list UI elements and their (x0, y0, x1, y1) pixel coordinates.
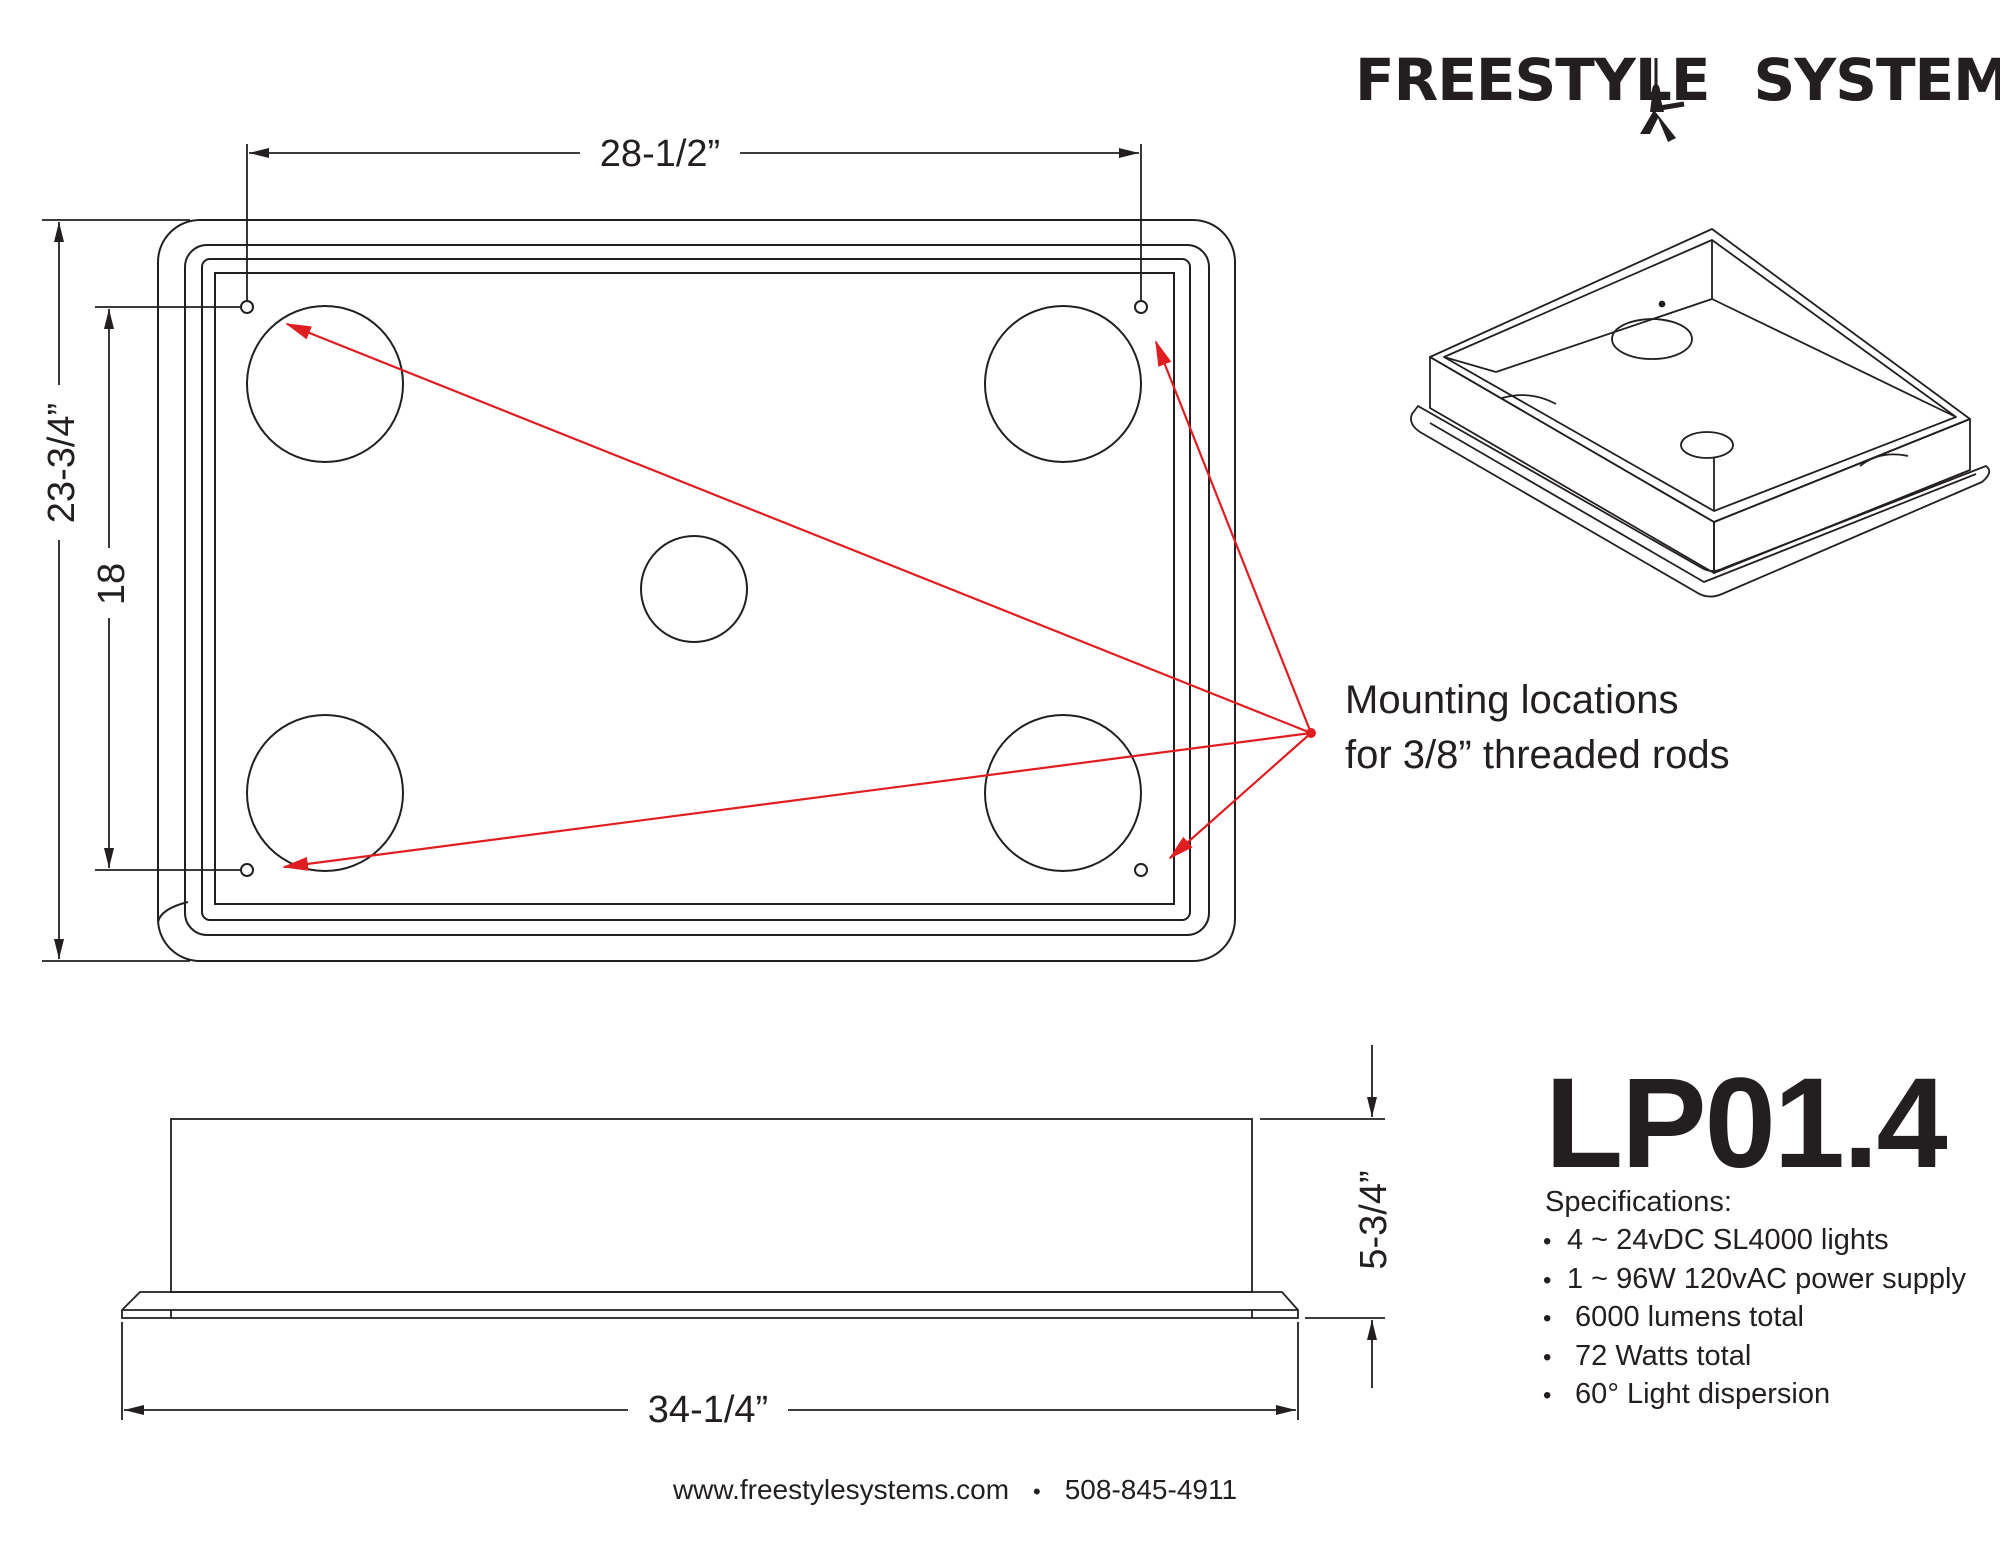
callout-arrow-bottom-left (282, 731, 1312, 871)
dim-label-overall-height: 23-3/4” (41, 403, 83, 523)
iso-flange (1410, 405, 1991, 598)
mounting-hole-top-left (240, 300, 254, 314)
dim-label-hole-spacing-width: 28-1/2” (600, 133, 720, 175)
model-number: LP01.4 (1545, 1052, 1948, 1195)
flange-corner-seam (157, 901, 189, 923)
mounting-hole-bottom-left (240, 863, 254, 877)
footer-phone: 508-845-4911 (1064, 1474, 1238, 1505)
light-cutout-top-right (984, 305, 1142, 463)
callout-arrow-bottom-right (1168, 732, 1312, 860)
iso-cutout-left (1501, 394, 1557, 405)
side-box (170, 1118, 1253, 1293)
brand-word-left: FREESTYLE (1355, 46, 1710, 114)
callout-text-line2: for 3/8” threaded rods (1345, 733, 1730, 777)
callout-arrow-top-right (1154, 340, 1313, 734)
isometric-view (1410, 228, 1991, 598)
spec-item: 1 ~ 96W 120vAC power supply (1543, 1261, 1966, 1300)
light-cutout-bottom-left (246, 714, 404, 872)
brand-figure-icon (1640, 58, 1685, 142)
dimension-lines-top-view (42, 144, 1142, 962)
spec-item: 6000 lumens total (1543, 1299, 1966, 1338)
dim-label-overall-width: 34-1/4” (648, 1389, 768, 1431)
flange-outline (157, 219, 1236, 962)
dimension-lines-side-view (121, 1045, 1385, 1420)
side-flange (121, 1291, 1299, 1319)
spec-item: 60° Light dispersion (1543, 1376, 1966, 1415)
specifications-list: 4 ~ 24vDC SL4000 lights 1 ~ 96W 120vAC p… (1543, 1222, 1966, 1415)
iso-cutout-right (1859, 453, 1909, 467)
footer-separator: • (1033, 1479, 1041, 1504)
iso-box-rim-inner (1443, 239, 1957, 512)
box-inner-wall (201, 258, 1191, 921)
callout-text-line1: Mounting locations (1345, 678, 1679, 722)
light-cutout-bottom-right (984, 714, 1142, 872)
dim-label-depth: 5-3/4” (1353, 1170, 1395, 1269)
top-view (157, 219, 1236, 962)
specifications-title: Specifications: (1545, 1186, 1732, 1218)
box-outer-wall (184, 244, 1210, 936)
footer-contact: www.freestylesystems.com • 508-845-4911 (0, 1474, 1910, 1506)
mounting-callout-arrows (282, 322, 1316, 871)
dim-label-hole-spacing-height: 18 (91, 563, 133, 605)
light-cutout-center (640, 535, 748, 643)
spec-item: 72 Watts total (1543, 1338, 1966, 1377)
iso-box-side-left (1429, 356, 1715, 574)
mounting-hole-top-right (1134, 300, 1148, 314)
mounting-hole-bottom-right (1134, 863, 1148, 877)
side-view (121, 1118, 1299, 1319)
iso-box-rim-outer (1429, 228, 1971, 523)
brand-logo: FREESTYLE SYSTEMS (1355, 46, 2000, 114)
box-floor (214, 272, 1175, 905)
callout-arrow-top-left (285, 322, 1312, 735)
light-cutout-top-left (246, 305, 404, 463)
brand-word-right: SYSTEMS (1753, 46, 2000, 114)
footer-website: www.freestylesystems.com (672, 1474, 1010, 1505)
spec-item: 4 ~ 24vDC SL4000 lights (1543, 1222, 1966, 1261)
